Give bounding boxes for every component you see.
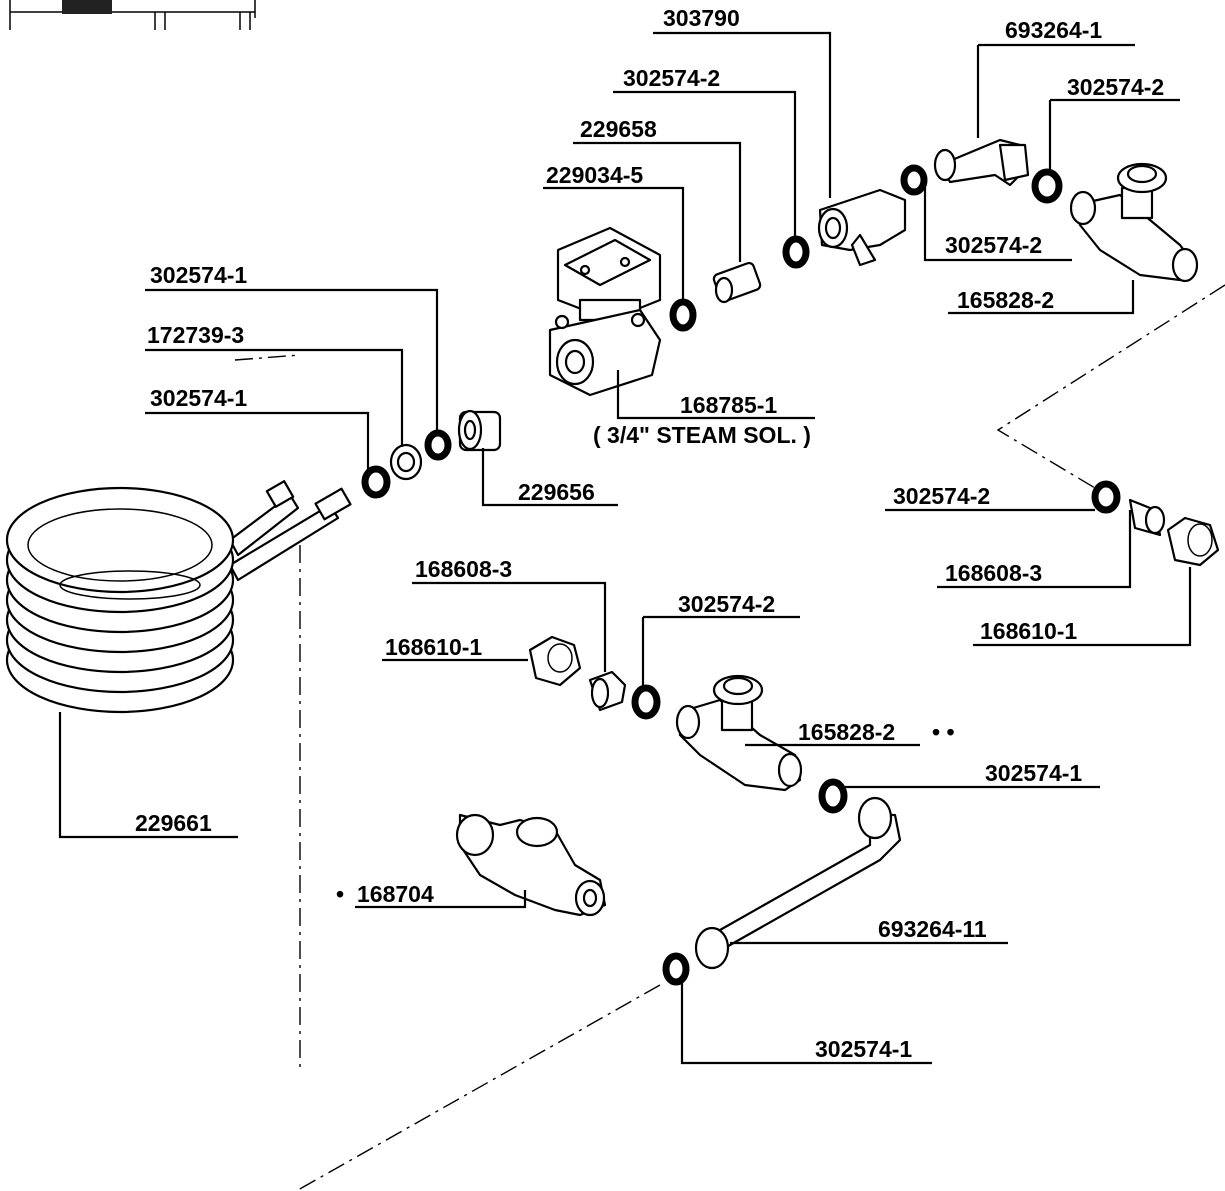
label-302574-2-right: 302574-2 xyxy=(1067,74,1164,100)
washer-302574-1-a xyxy=(424,429,452,461)
strainer-303790 xyxy=(817,188,907,267)
labels: 303790 693264-1 302574-2 302574-2 229658… xyxy=(135,5,1164,1062)
washer-302574-1-c xyxy=(818,778,848,814)
label-302574-2-lower: 302574-2 xyxy=(678,591,775,617)
label-302574-1-lower: 302574-1 xyxy=(150,385,247,411)
washer-302574-1-d xyxy=(662,952,690,986)
label-302574-2-top: 302574-2 xyxy=(623,65,720,91)
leader-lines xyxy=(58,31,1192,1065)
washer-302574-2-e xyxy=(1091,480,1121,514)
washer-302574-2-c xyxy=(669,298,697,332)
label-168785-1: 168785-1 xyxy=(680,392,777,418)
label-168608-3-right: 168608-3 xyxy=(945,560,1042,586)
label-168610-1-lower: 168610-1 xyxy=(385,634,482,660)
label-302574-2-mid: 302574-2 xyxy=(945,232,1042,258)
label-single-dot: • xyxy=(336,881,344,907)
washer-302574-2-d xyxy=(900,164,928,196)
label-165828-2-lower: 165828-2 xyxy=(798,719,895,745)
valve-165828-2-b xyxy=(675,674,803,792)
fitting-229656 xyxy=(457,409,502,452)
label-302574-1-upper: 302574-1 xyxy=(150,262,247,288)
label-302574-2-right-chain: 302574-2 xyxy=(893,483,990,509)
tee-168704 xyxy=(455,813,607,917)
washer-302574-2-a xyxy=(1031,168,1063,204)
label-229661: 229661 xyxy=(135,810,212,836)
sleeve-168608-3-b xyxy=(1128,498,1166,537)
center-lines xyxy=(234,284,1225,1191)
label-229656: 229656 xyxy=(518,479,595,505)
label-172739-3: 172739-3 xyxy=(147,322,244,348)
label-302574-1-bottom: 302574-1 xyxy=(815,1036,912,1062)
washer-302574-2-f xyxy=(631,684,661,720)
tube-693264-11 xyxy=(694,796,902,970)
washer-302574-1-b xyxy=(361,465,391,499)
label-double-dot: • • xyxy=(932,719,955,745)
elbow-693264-1 xyxy=(933,138,1030,187)
washer-302574-2-b xyxy=(782,235,810,269)
label-693264-11: 693264-11 xyxy=(878,916,987,942)
frame-fragment xyxy=(9,0,256,30)
steam-solenoid-168785-1 xyxy=(548,226,662,397)
nut-168610-1-b xyxy=(1166,516,1220,567)
label-165828-2-top: 165828-2 xyxy=(957,287,1054,313)
nut-168610-1-a xyxy=(528,635,582,687)
nut-172739-3 xyxy=(389,443,423,481)
label-steam-sol: ( 3/4" STEAM SOL. ) xyxy=(593,422,811,448)
coil-229661 xyxy=(5,480,352,714)
label-229658: 229658 xyxy=(580,116,657,142)
valve-165828-2-a xyxy=(1069,162,1199,283)
fitting-229658 xyxy=(712,261,762,304)
label-168610-1-right: 168610-1 xyxy=(980,618,1077,644)
label-229034-5: 229034-5 xyxy=(546,162,643,188)
label-168704: 168704 xyxy=(357,881,434,907)
label-693264-1: 693264-1 xyxy=(1005,17,1102,43)
sleeve-168608-3-a xyxy=(588,670,627,712)
label-303790: 303790 xyxy=(663,5,740,31)
label-302574-1-mid: 302574-1 xyxy=(985,760,1082,786)
label-168608-3-lower: 168608-3 xyxy=(415,556,512,582)
